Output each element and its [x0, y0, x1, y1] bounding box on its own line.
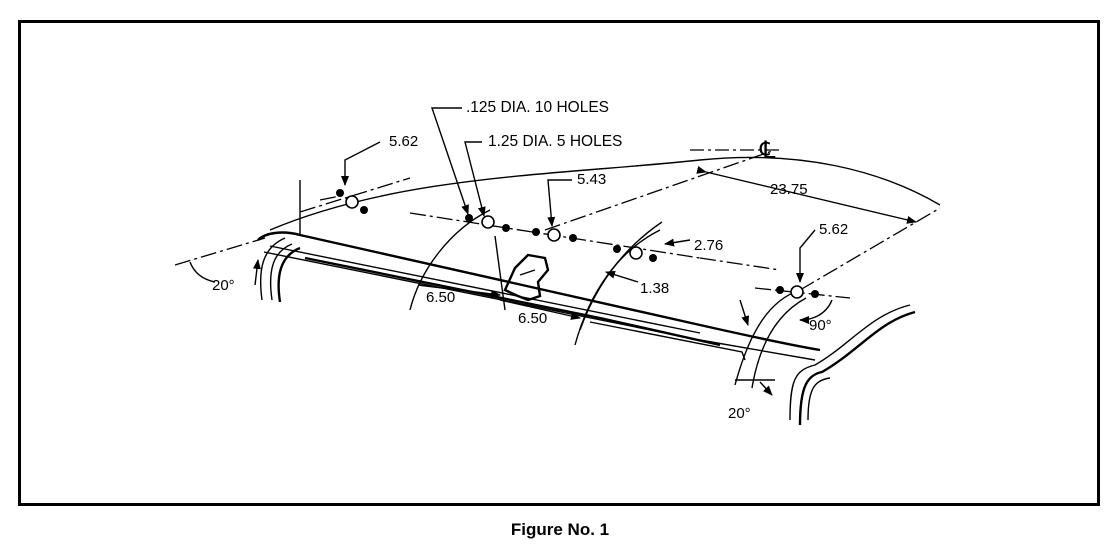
small-hole: [465, 214, 473, 222]
leader-lines: [189, 107, 917, 396]
large-hole: [345, 195, 359, 209]
dimension-5-43: 5.43: [577, 171, 606, 188]
small-hole: [336, 189, 344, 197]
small-hole: [502, 224, 510, 232]
large-hole: [481, 215, 495, 229]
dimension-6-50-b: 6.50: [518, 310, 547, 327]
dimension-5-62-right: 5.62: [819, 221, 848, 238]
small-hole: [613, 245, 621, 253]
small-hole: [569, 234, 577, 242]
left-pillar: [259, 237, 301, 303]
angle-20-left: 20°: [212, 277, 235, 294]
dimension-2-76: 2.76: [694, 237, 723, 254]
figure-frame: [18, 20, 1100, 506]
small-holes-note: .125 DIA. 10 HOLES: [466, 99, 609, 116]
dimension-6-50-a: 6.50: [426, 289, 455, 306]
dimension-1-38: 1.38: [640, 280, 669, 297]
small-hole: [649, 254, 657, 262]
large-hole: [629, 246, 643, 260]
holes: [336, 189, 819, 299]
dimension-23-75: 23.75: [770, 181, 808, 198]
figure-caption: Figure No. 1: [510, 520, 610, 539]
angle-90: 90°: [809, 317, 832, 334]
large-hole: [547, 228, 561, 242]
large-hole: [790, 285, 804, 299]
small-hole: [532, 228, 540, 236]
large-holes-note: 1.25 DIA. 5 HOLES: [488, 133, 622, 150]
dimension-5-62-left: 5.62: [389, 133, 418, 150]
small-hole: [776, 286, 784, 294]
small-hole: [360, 206, 368, 214]
right-pillar: [734, 289, 916, 426]
centerline-symbol: ℄: [759, 136, 776, 164]
angle-20-right: 20°: [728, 405, 751, 422]
clip-bracket: [503, 253, 550, 302]
small-hole: [811, 290, 819, 298]
